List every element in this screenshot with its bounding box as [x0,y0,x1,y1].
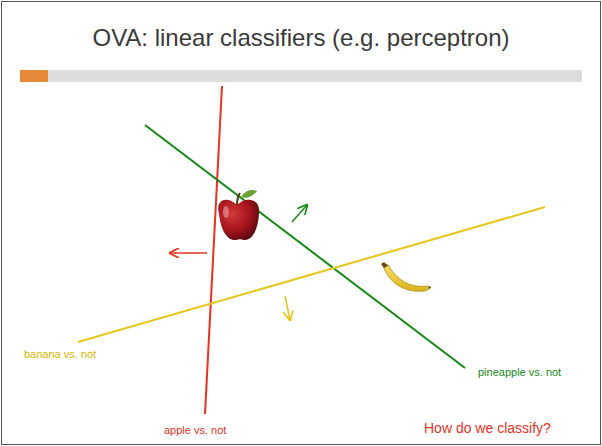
classifier-label: apple vs. not [164,424,226,437]
apple-boundary [205,86,222,414]
classifier-label: banana vs. not [24,348,96,361]
header-bar [48,70,582,82]
accent-block [20,70,48,82]
pineapple-boundary [145,125,465,368]
question-note: How do we classify? [424,420,551,436]
pineapple-normal [292,205,307,222]
banana-boundary [78,207,545,342]
banana-picture [381,262,431,291]
banana-normal [285,296,290,320]
slide-title: OVA: linear classifiers (e.g. perceptron… [0,24,602,52]
apple-normal [170,252,207,254]
apple-picture [218,190,259,240]
classifier-label: pineapple vs. not [478,366,561,379]
